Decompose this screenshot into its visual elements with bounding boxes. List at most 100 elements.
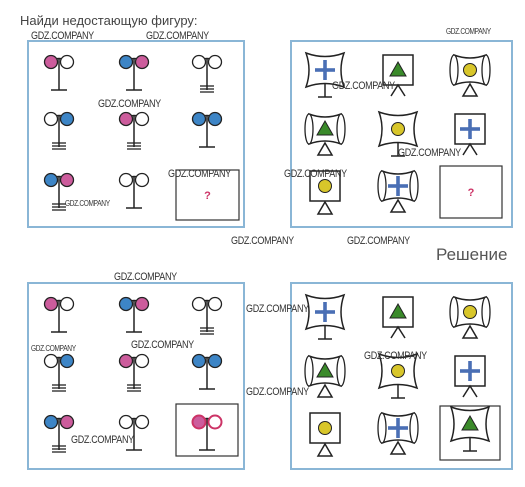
cylinder-left-end [304, 113, 314, 145]
right-ball [134, 414, 150, 430]
frame-figure [377, 411, 419, 455]
lollipop-figure [118, 414, 150, 451]
lollipop-figure [191, 111, 223, 148]
foot-triangle [461, 324, 479, 339]
right-ball [59, 353, 75, 369]
missing-figure-box [175, 169, 240, 221]
watermark-text: GDZ.COMPANY [146, 30, 209, 42]
right-ball [59, 54, 75, 70]
foot-triangle [316, 383, 334, 398]
question-mark: ? [204, 190, 211, 202]
left-ball [191, 414, 207, 430]
left-ball [43, 414, 59, 430]
lollipop-figure [43, 172, 75, 211]
right-ball [59, 111, 75, 127]
left-ball [43, 296, 59, 312]
plus-shape [388, 426, 408, 430]
frame-figure [304, 112, 346, 156]
lollipop-figure [118, 172, 150, 209]
lollipop-figure [191, 414, 223, 451]
frame-figure [377, 169, 419, 213]
lollipop-figure [43, 54, 75, 91]
cylinder-right-end [336, 355, 346, 387]
solution-panel-1 [27, 282, 245, 470]
left-ball [118, 296, 134, 312]
cylinder-left-end [449, 54, 459, 86]
solution-panel-2 [290, 282, 513, 470]
lollipop-figure [43, 353, 75, 392]
left-ball [118, 111, 134, 127]
circle-shape [463, 305, 477, 319]
lollipop-figure [118, 54, 150, 91]
cylinder-right-end [409, 412, 419, 444]
left-ball [191, 111, 207, 127]
foot-chevron [462, 142, 478, 156]
puzzle-panel-1: ? [27, 40, 245, 228]
right-ball [207, 296, 223, 312]
lollipop-figure [118, 296, 150, 333]
plus-shape [315, 310, 335, 314]
lollipop-grid: ? [43, 54, 240, 221]
cylinder-left-end [304, 355, 314, 387]
right-ball [134, 54, 150, 70]
left-ball [191, 54, 207, 70]
right-ball [59, 172, 75, 188]
watermark-text: GDZ.COMPANY [364, 350, 427, 362]
cylinder-right-end [481, 54, 491, 86]
left-ball [43, 54, 59, 70]
right-ball [207, 414, 223, 430]
right-ball [134, 296, 150, 312]
frame-figure [382, 54, 414, 97]
left-ball [191, 296, 207, 312]
triangle-shape [316, 361, 334, 378]
frame-figure-grid: ? [304, 51, 503, 219]
lollipop-figure [191, 296, 223, 335]
foot-chevron [462, 384, 478, 398]
frame-figure [449, 53, 491, 97]
puzzle-panel-2: ? [290, 40, 513, 228]
frame-figure [454, 355, 486, 398]
lollipop-figure [43, 111, 75, 150]
right-ball [134, 172, 150, 188]
frame-figure [377, 352, 419, 399]
foot-triangle [316, 141, 334, 156]
left-ball [118, 172, 134, 188]
plus-shape [388, 184, 408, 188]
cylinder-right-end [481, 296, 491, 328]
watermark-text: GDZ.COMPANY [31, 344, 76, 353]
circle-shape [391, 364, 405, 378]
watermark-text: GDZ.COMPANY [31, 30, 94, 42]
triangle-shape [461, 414, 479, 431]
frame-figure [454, 113, 486, 156]
lollipop-figure [191, 353, 223, 390]
frame-figure [382, 296, 414, 339]
lollipop-figure [118, 353, 150, 392]
left-ball [118, 353, 134, 369]
lollipop-figure [191, 54, 223, 93]
watermark-text: GDZ.COMPANY [71, 434, 134, 446]
watermark-text: GDZ.COMPANY [347, 235, 410, 247]
watermark-text: GDZ.COMPANY [98, 98, 161, 110]
watermark-text: GDZ.COMPANY [398, 147, 461, 159]
frame-figure [377, 110, 419, 157]
frame-figure [449, 295, 491, 339]
question-mark: ? [468, 187, 475, 199]
frame-figure [304, 354, 346, 398]
right-ball [134, 353, 150, 369]
lollipop-figure [118, 111, 150, 150]
frame-figure [304, 293, 346, 340]
watermark-text: GDZ.COMPANY [332, 80, 395, 92]
watermark-text: GDZ.COMPANY [284, 168, 347, 180]
foot-triangle [316, 442, 334, 457]
lollipop-grid-solved [43, 296, 239, 457]
plus-shape [460, 127, 480, 131]
frame-figure-grid-solved [304, 293, 501, 461]
square-frame [309, 170, 341, 202]
frame-figure [449, 405, 491, 452]
foot-chevron [390, 83, 406, 97]
foot-triangle [389, 198, 407, 213]
watermark-text: GDZ.COMPANY [246, 303, 309, 315]
watermark-text: GDZ.COMPANY [446, 27, 491, 36]
right-ball [207, 353, 223, 369]
plus-shape [315, 68, 335, 72]
